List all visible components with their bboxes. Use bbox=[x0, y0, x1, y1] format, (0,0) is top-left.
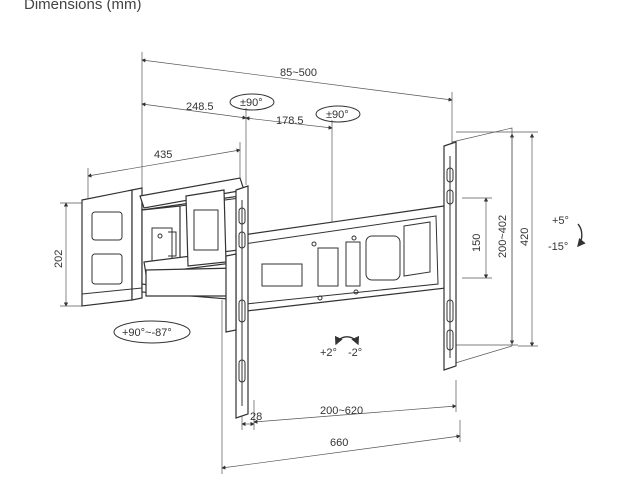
label-wall-plate-height: 202 bbox=[53, 250, 65, 268]
diagram-title: Dimensions (mm) bbox=[24, 0, 142, 13]
label-vesa-vertical-min: 150 bbox=[471, 234, 483, 252]
swivel-icon-1 bbox=[229, 93, 275, 111]
label-wall-plate-width: 435 bbox=[154, 149, 172, 161]
vertical-rail-right bbox=[443, 141, 457, 371]
label-tilt-up: +5° bbox=[552, 215, 569, 227]
articulating-arms bbox=[139, 177, 245, 297]
label-tilt-down: -15° bbox=[548, 241, 568, 253]
label-vesa-vertical-range: 200~402 bbox=[497, 215, 509, 258]
label-total-width: 660 bbox=[330, 437, 348, 449]
label-arm-segment-2: 178.5 bbox=[276, 115, 304, 127]
label-rotation-plus: +2° bbox=[320, 347, 337, 359]
label-swivel-2: ±90° bbox=[326, 109, 349, 121]
label-total-height: 420 bbox=[519, 228, 531, 246]
tilt-icon bbox=[577, 223, 586, 248]
vertical-rail-left bbox=[225, 185, 249, 419]
swivel-icon-2 bbox=[315, 105, 361, 123]
label-arm-segment-1: 248.5 bbox=[186, 101, 214, 113]
wall-swivel-icon bbox=[113, 320, 191, 344]
horizontal-bracket bbox=[235, 205, 447, 313]
label-vesa-horizontal: 200~620 bbox=[320, 405, 363, 417]
label-wall-swivel: +90°~-87° bbox=[122, 327, 172, 339]
label-arm-extension: 85~500 bbox=[280, 67, 317, 79]
label-rotation-minus: -2° bbox=[348, 347, 362, 359]
rotation-icon bbox=[334, 335, 360, 346]
label-swivel-1: ±90° bbox=[240, 97, 263, 109]
label-bracket-offset: 28 bbox=[250, 411, 262, 423]
